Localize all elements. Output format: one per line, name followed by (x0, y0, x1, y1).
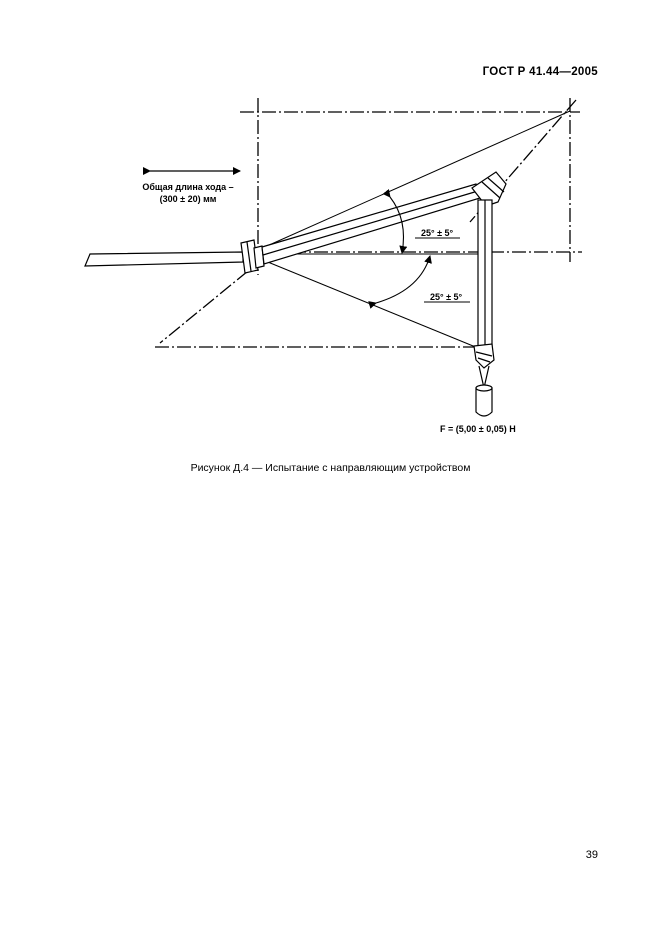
weight (475, 384, 493, 417)
test-setup-diagram: Общая длина хода – (300 ± 20) мм 25° ± 5… (84, 98, 582, 434)
length-label-line1: Общая длина хода – (142, 182, 233, 192)
belt-webbing (84, 251, 244, 267)
angle-label-lower: 25° ± 5° (430, 292, 463, 302)
length-label-line2: (300 ± 20) мм (160, 194, 217, 204)
angle-arc-lower (368, 255, 432, 309)
document-header: ГОСТ Р 41.44—2005 (482, 66, 598, 78)
page-number: 39 (585, 849, 598, 861)
construction-lines (257, 110, 571, 349)
reference-frame (155, 98, 582, 348)
vertical-strap (477, 199, 493, 349)
guide-fitting-left (240, 239, 265, 274)
angle-label-upper: 25° ± 5° (421, 228, 454, 238)
figure-caption: Рисунок Д.4 — Испытание с направляющим у… (190, 462, 471, 474)
bottom-buckle (473, 343, 495, 389)
force-label: F = (5,00 ± 0,05) H (440, 424, 516, 434)
angle-arc-upper (382, 189, 408, 254)
